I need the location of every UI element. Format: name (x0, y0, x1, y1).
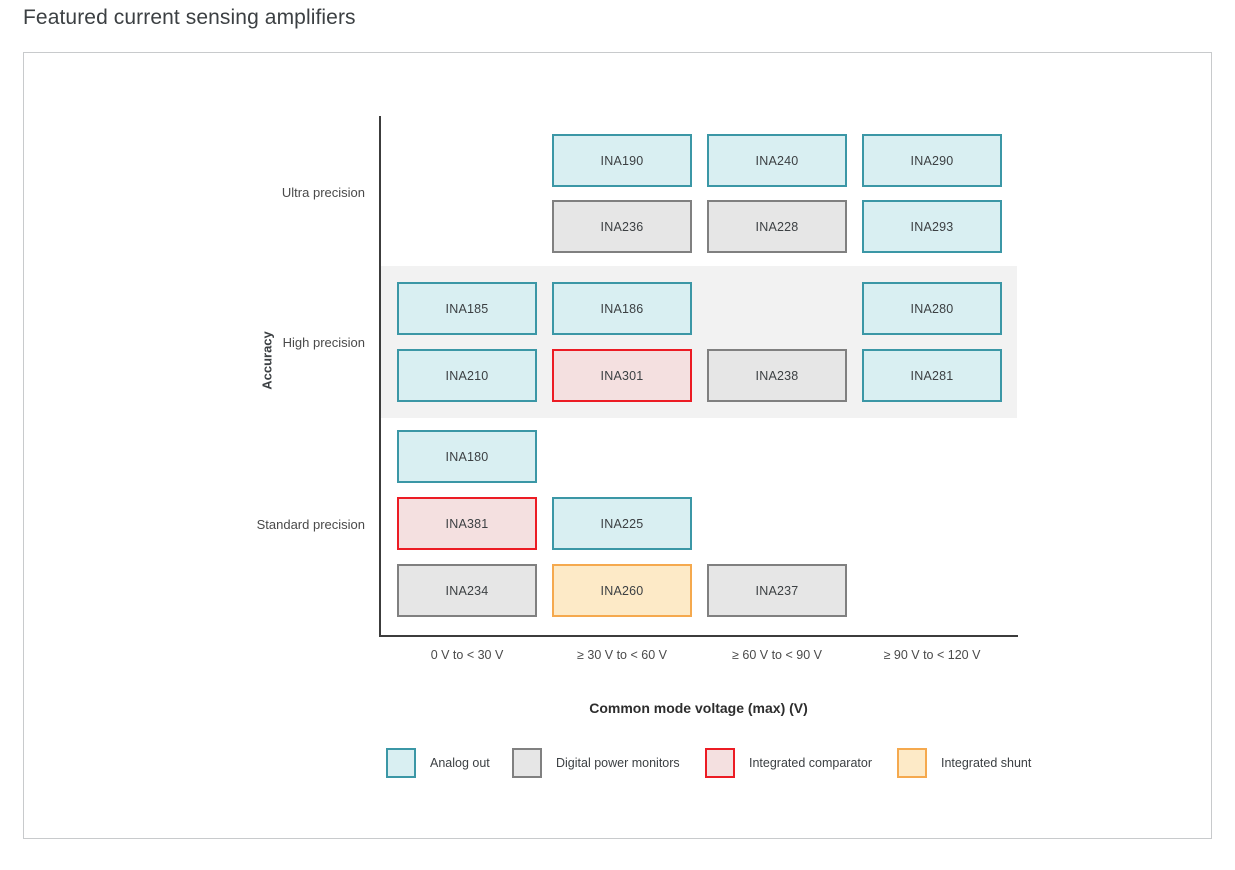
part-box-ina190[interactable]: INA190 (552, 134, 692, 187)
part-box-ina290[interactable]: INA290 (862, 134, 1002, 187)
part-box-label: INA260 (600, 583, 644, 598)
part-box-label: INA210 (445, 368, 489, 383)
part-box-label: INA228 (755, 219, 799, 234)
part-box-label: INA280 (910, 301, 954, 316)
legend-swatch-digital (512, 748, 542, 778)
part-box-ina301[interactable]: INA301 (552, 349, 692, 402)
chart-legend: Analog out Digital power monitors Integrat… (379, 743, 1059, 783)
page-title: Featured current sensing amplifiers (23, 6, 356, 29)
legend-label-comp: Integrated comparator (749, 756, 872, 770)
part-box-ina180[interactable]: INA180 (397, 430, 537, 483)
part-box-label: INA225 (600, 516, 644, 531)
part-box-label: INA185 (445, 301, 489, 316)
x-axis-label-3: ≥ 60 V to < 90 V (732, 648, 822, 662)
part-box-ina280[interactable]: INA280 (862, 282, 1002, 335)
part-box-ina234[interactable]: INA234 (397, 564, 537, 617)
part-box-ina238[interactable]: INA238 (707, 349, 847, 402)
part-box-ina186[interactable]: INA186 (552, 282, 692, 335)
y-axis-label-1: Ultra precision (281, 185, 365, 200)
legend-label-digital: Digital power monitors (556, 756, 680, 770)
x-axis-label-4: ≥ 90 V to < 120 V (883, 648, 981, 662)
part-box-ina228[interactable]: INA228 (707, 200, 847, 253)
part-box-label: INA240 (755, 153, 799, 168)
part-box-ina240[interactable]: INA240 (707, 134, 847, 187)
x-axis-title: Common mode voltage (max) (V) (589, 700, 808, 716)
y-axis-label-2: High precision (282, 335, 365, 350)
part-box-label: INA293 (910, 219, 954, 234)
part-box-ina293[interactable]: INA293 (862, 200, 1002, 253)
part-box-label: INA238 (755, 368, 799, 383)
part-box-label: INA234 (445, 583, 489, 598)
x-axis-label-1: 0 V to < 30 V (430, 648, 504, 662)
part-box-label: INA186 (600, 301, 644, 316)
legend-swatch-comp (705, 748, 735, 778)
legend-label-analog: Analog out (430, 756, 490, 770)
part-box-label: INA190 (600, 153, 644, 168)
legend-item-comp[interactable]: Integrated comparator (705, 748, 872, 778)
legend-item-analog[interactable]: Analog out (386, 748, 490, 778)
part-box-label: INA301 (600, 368, 644, 383)
part-box-label: INA290 (910, 153, 954, 168)
part-box-ina381[interactable]: INA381 (397, 497, 537, 550)
y-axis-label-3: Standard precision (256, 517, 365, 532)
part-box-ina260[interactable]: INA260 (552, 564, 692, 617)
part-box-ina185[interactable]: INA185 (397, 282, 537, 335)
part-box-label: INA381 (445, 516, 489, 531)
legend-swatch-analog (386, 748, 416, 778)
legend-item-digital[interactable]: Digital power monitors (512, 748, 680, 778)
legend-item-shunt[interactable]: Integrated shunt (897, 748, 1031, 778)
part-box-label: INA180 (445, 449, 489, 464)
part-box-ina210[interactable]: INA210 (397, 349, 537, 402)
part-box-label: INA281 (910, 368, 954, 383)
part-box-ina237[interactable]: INA237 (707, 564, 847, 617)
legend-swatch-shunt (897, 748, 927, 778)
x-axis-label-2: ≥ 30 V to < 60 V (577, 648, 667, 662)
legend-label-shunt: Integrated shunt (941, 756, 1032, 770)
part-box-ina236[interactable]: INA236 (552, 200, 692, 253)
part-box-label: INA236 (600, 219, 644, 234)
x-axis-line (379, 635, 1018, 637)
part-box-ina225[interactable]: INA225 (552, 497, 692, 550)
part-box-ina281[interactable]: INA281 (862, 349, 1002, 402)
part-box-label: INA237 (755, 583, 799, 598)
y-axis-line (379, 116, 381, 637)
